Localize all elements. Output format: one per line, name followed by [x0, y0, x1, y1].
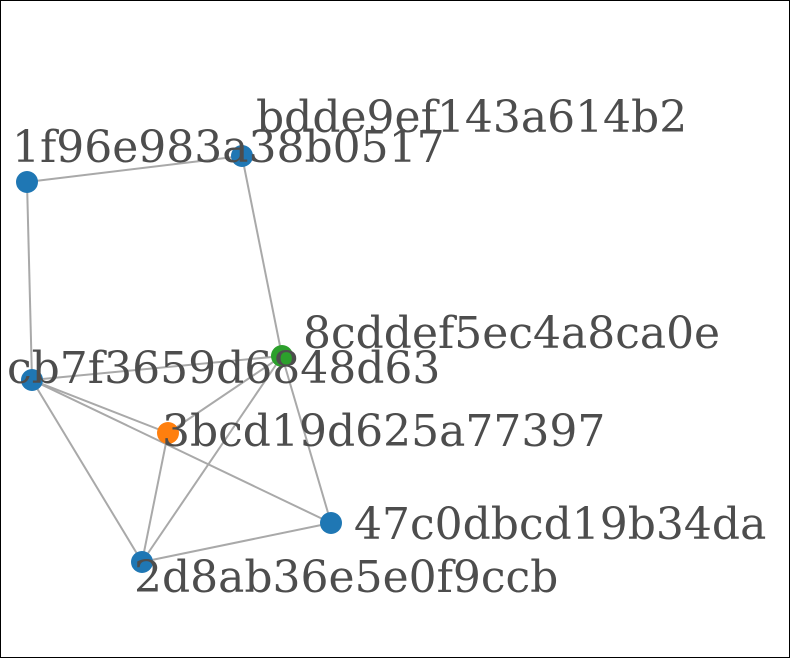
edge-5 [31, 379, 169, 434]
node-label-bdde9ef143a614b2: bdde9ef143a614b2 [256, 92, 687, 143]
node-label-2d8ab36e5e0f9ccb: 2d8ab36e5e0f9ccb [134, 552, 558, 603]
edge-4 [31, 355, 283, 381]
graph-node-bdde9ef143a614b2[interactable] [231, 145, 253, 167]
edges-layer [26, 155, 332, 563]
edge-7 [31, 379, 143, 563]
graph-node-47c0dbcd19b34da[interactable] [320, 512, 342, 534]
node-label-8cddef5ec4a8ca0e: 8cddef5ec4a8ca0e [303, 308, 720, 359]
node-label-3bcd19d625a77397: 3bcd19d625a77397 [162, 406, 605, 457]
node-label-cb7f3659d6848d63: cb7f3659d6848d63 [7, 343, 440, 394]
edge-8 [167, 355, 283, 434]
edge-3 [241, 155, 283, 357]
edge-10 [141, 355, 283, 563]
edge-2 [26, 181, 33, 381]
edge-9 [281, 355, 332, 524]
edge-6 [31, 379, 332, 524]
edge-1 [26, 155, 243, 183]
node-label-47c0dbcd19b34da: 47c0dbcd19b34da [354, 499, 766, 550]
edge-11 [141, 432, 169, 563]
edge-12 [141, 522, 332, 563]
graph-node-8cddef5ec4a8ca0e[interactable] [271, 345, 293, 367]
nodes-layer [16, 145, 342, 573]
graph-node-3bcd19d625a77397[interactable] [157, 422, 179, 444]
node-label-1f96e983a38b0517: 1f96e983a38b0517 [12, 122, 445, 173]
graph-node-1f96e983a38b0517[interactable] [16, 171, 38, 193]
graph-node-2d8ab36e5e0f9ccb[interactable] [131, 551, 153, 573]
graph-node-cb7f3659d6848d63[interactable] [21, 369, 43, 391]
